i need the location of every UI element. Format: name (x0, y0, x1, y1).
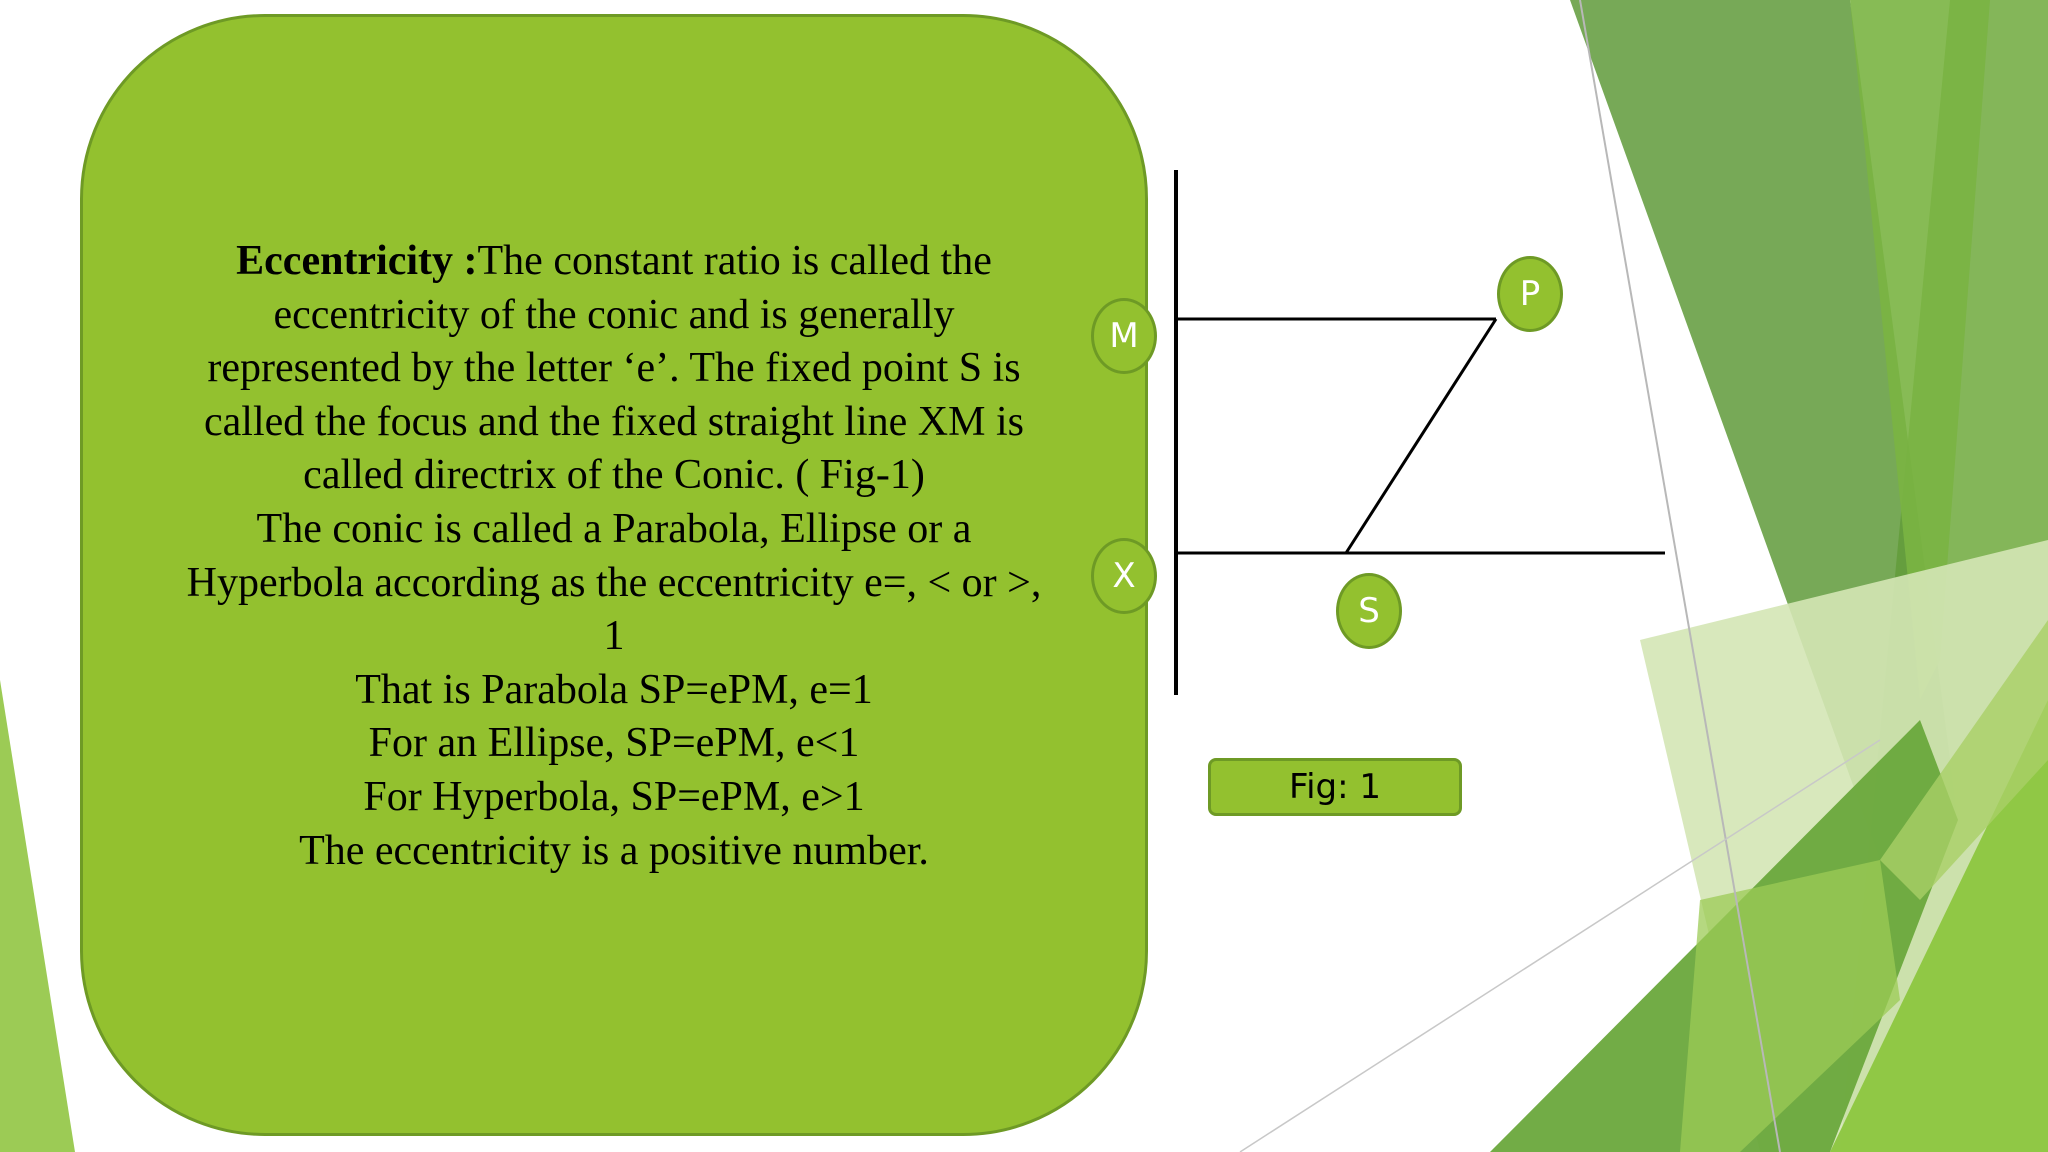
point-p-label: P (1497, 256, 1563, 332)
definition-panel: Eccentricity :The constant ratio is call… (80, 14, 1148, 1136)
sp-line (1344, 318, 1498, 554)
eccentricity-term: Eccentricity : (236, 238, 478, 284)
definition-line-7: Hyperbola according as the eccentricity … (186, 559, 1042, 606)
definition-line-1: Eccentricity :The constant ratio is call… (236, 238, 992, 284)
definition-line-4: called the focus and the fixed straight … (204, 398, 1024, 445)
definition-line-2: eccentricity of the conic and is general… (273, 291, 955, 338)
definition-line-3: represented by the letter ‘e’. The fixed… (207, 345, 1021, 392)
point-s-label: S (1336, 573, 1402, 649)
definition-line-6: The conic is called a Parabola, Ellipse … (256, 505, 972, 552)
ellipse-condition: For an Ellipse, SP=ePM, e<1 (368, 720, 860, 767)
definition-line-5: called directrix of the Conic. ( Fig-1) (303, 452, 925, 499)
hyperbola-condition: For Hyperbola, SP=ePM, e>1 (363, 773, 865, 820)
point-x-label: X (1091, 538, 1157, 614)
definition-line-8: 1 (603, 613, 625, 660)
figure-caption: Fig: 1 (1208, 758, 1462, 816)
parabola-condition: That is Parabola SP=ePM, e=1 (355, 666, 873, 713)
point-m-label: M (1091, 298, 1157, 374)
positive-number-note: The eccentricity is a positive number. (299, 827, 929, 874)
